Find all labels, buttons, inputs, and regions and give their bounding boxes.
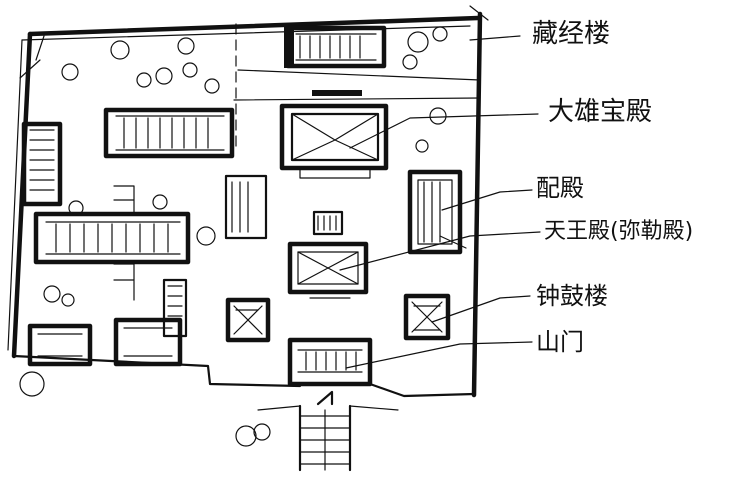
label-heavenly-king-hall: 天王殿(弥勒殿) (544, 219, 693, 244)
mountain-gate-building (287, 337, 373, 387)
scripture-library-building (284, 25, 387, 69)
label-bell-drum-tower: 钟鼓楼 (536, 282, 608, 310)
label-scripture-library: 藏经楼 (532, 19, 610, 49)
label-main-hall: 大雄宝殿 (548, 97, 652, 127)
site-boundary (7, 5, 489, 398)
left-wing-buildings (21, 107, 268, 367)
trees (19, 26, 448, 447)
bell-drum-tower-right (403, 293, 451, 341)
label-side-hall: 配殿 (536, 174, 584, 202)
main-hall-building (279, 90, 389, 179)
heavenly-king-hall-building (287, 210, 369, 299)
central-axis (233, 23, 481, 151)
side-hall-right-building (407, 169, 467, 255)
entrance-path (257, 390, 399, 472)
label-mountain-gate: 山门 (536, 328, 584, 356)
leader-lines (339, 35, 541, 369)
bell-drum-tower-left (225, 297, 271, 343)
